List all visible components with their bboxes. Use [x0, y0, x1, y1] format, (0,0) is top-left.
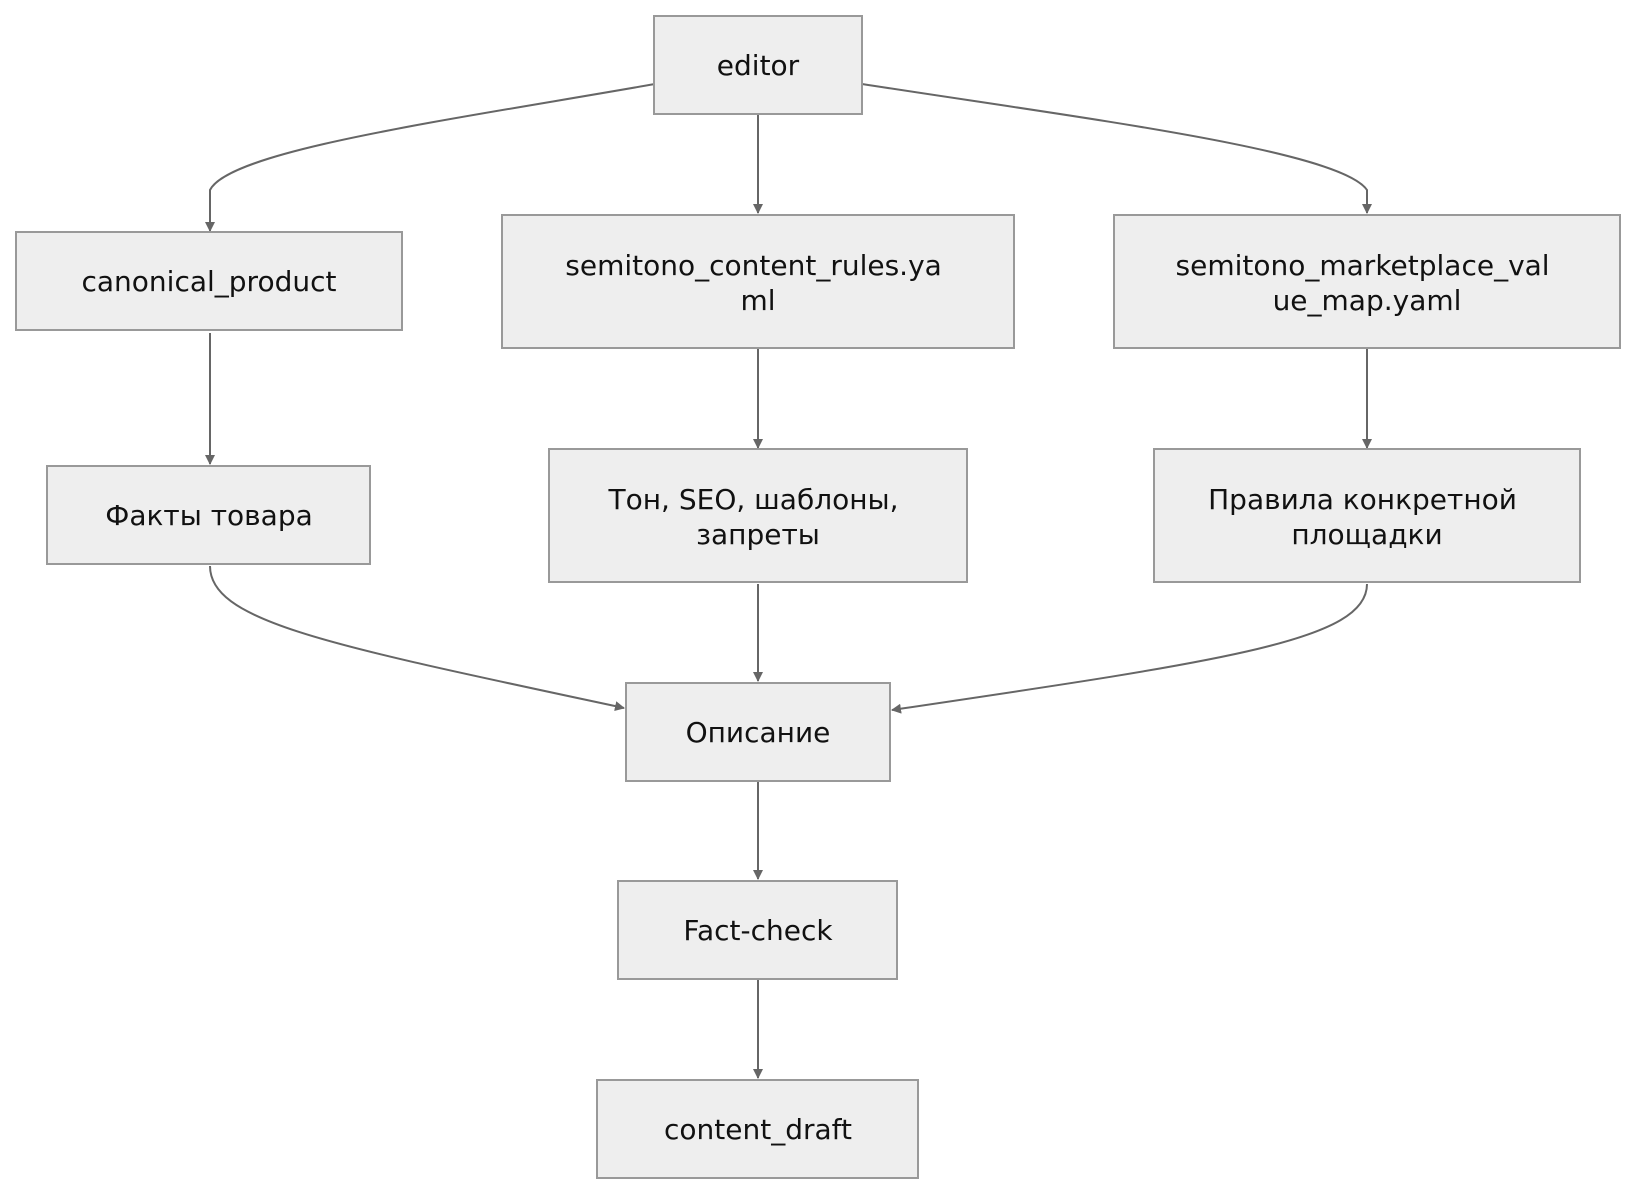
node-platform-rules[interactable]: Правила конкретной площадки	[1153, 448, 1581, 583]
svg-text:Правила конкретной пло: Правила конкретной площадки	[1208, 483, 1526, 551]
edge-editor-to-marketplace-map	[861, 83, 1372, 214]
node-canonical-product-label: canonical_product	[82, 265, 337, 298]
node-editor-label: editor	[717, 49, 800, 82]
node-product-facts-label: Факты товара	[105, 499, 313, 532]
svg-text:semitono_content_rules.ya: semitono_content_rules.ya ml	[565, 249, 950, 317]
edge-editor-to-canonical-product	[205, 83, 656, 232]
edges-layer	[205, 83, 1372, 1079]
node-content-rules[interactable]: semitono_content_rules.ya ml	[501, 214, 1015, 349]
node-tone-rules-line-1: Тон, SEO, шаблоны,	[608, 483, 899, 516]
node-marketplace-map[interactable]: semitono_marketplace_val ue_map.yaml	[1113, 214, 1621, 349]
edge-facts-to-description	[209, 565, 625, 712]
node-description-label: Описание	[686, 716, 831, 749]
svg-text:Факты товара: Факты товара	[105, 499, 313, 532]
node-tone-rules[interactable]: Тон, SEO, шаблоны, запреты	[548, 448, 968, 583]
svg-text:canonical_product: canonical_product	[82, 265, 337, 298]
node-canonical-product[interactable]: canonical_product	[15, 231, 403, 331]
node-content-rules-line-1: semitono_content_rules.ya	[565, 249, 942, 282]
node-platform-rules-line-1: Правила конкретной	[1208, 483, 1517, 516]
node-product-facts[interactable]: Факты товара	[46, 465, 371, 565]
svg-text:semitono_marketplace_val: semitono_marketplace_val ue_map.yaml	[1176, 249, 1559, 317]
node-content-draft[interactable]: content_draft	[596, 1079, 919, 1179]
node-fact-check-label: Fact-check	[683, 914, 833, 947]
svg-text:Тон, SEO, шаблоны, зап: Тон, SEO, шаблоны, запреты	[608, 483, 908, 551]
node-editor[interactable]: editor	[653, 15, 863, 115]
node-marketplace-map-line-1: semitono_marketplace_val	[1176, 249, 1550, 282]
node-fact-check[interactable]: Fact-check	[617, 880, 898, 980]
svg-text:editor: editor	[717, 49, 800, 82]
node-tone-rules-line-2: запреты	[696, 518, 820, 551]
node-marketplace-map-line-2: ue_map.yaml	[1273, 284, 1462, 317]
svg-text:Fact-check: Fact-check	[683, 914, 833, 947]
nodes-layer: editor canonical_product semitono_conten…	[15, 15, 1621, 1179]
node-content-draft-label: content_draft	[664, 1113, 852, 1146]
node-description[interactable]: Описание	[625, 682, 891, 782]
svg-text:Описание: Описание	[686, 716, 831, 749]
edge-platform-to-description	[891, 583, 1368, 714]
svg-text:content_draft: content_draft	[664, 1113, 852, 1146]
node-content-rules-line-2: ml	[740, 284, 775, 317]
node-platform-rules-line-2: площадки	[1291, 518, 1442, 551]
